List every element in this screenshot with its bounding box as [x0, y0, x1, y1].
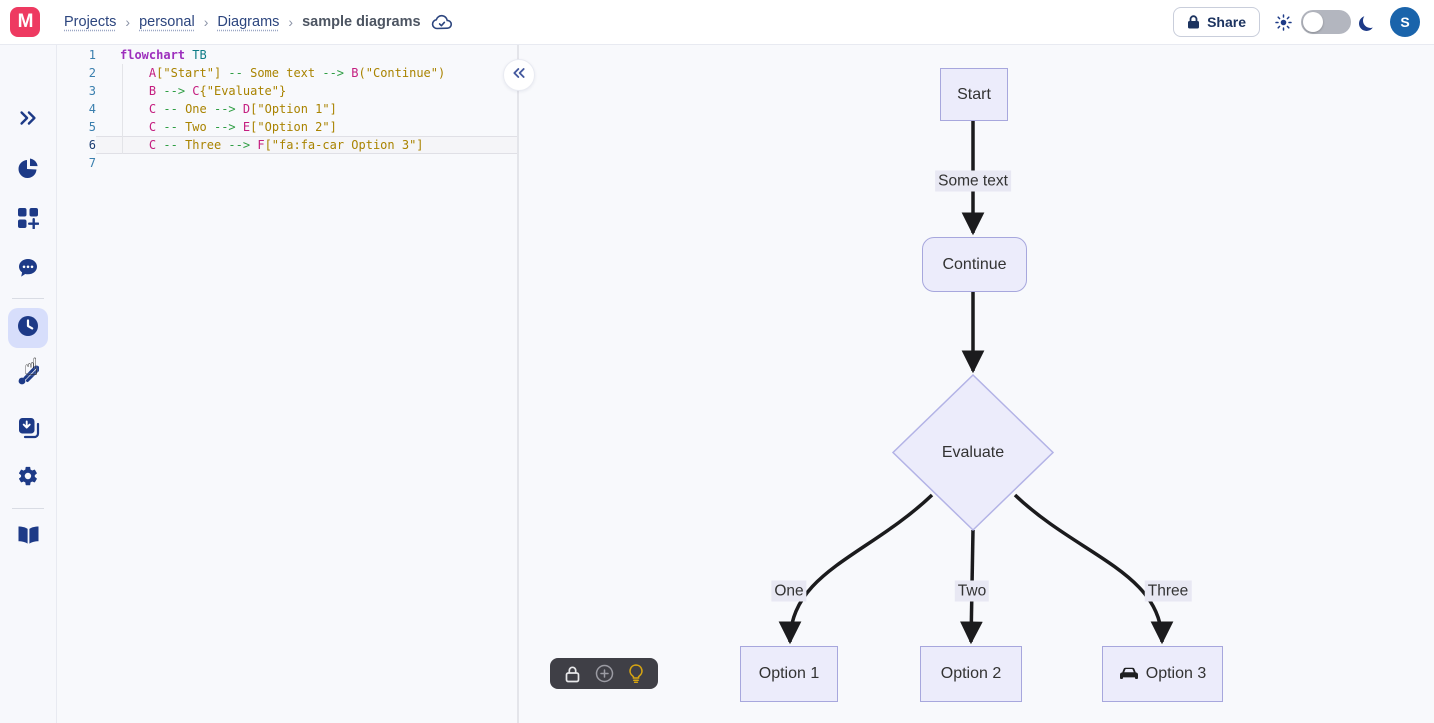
clock-icon [16, 314, 40, 343]
line-number: 7 [88, 156, 96, 170]
sidebar-item-history[interactable] [8, 308, 48, 348]
theme-switcher [1275, 10, 1375, 34]
topbar-actions: Share S [1173, 7, 1434, 37]
breadcrumb: Projects › personal › Diagrams › sample diagra… [64, 14, 421, 30]
code-lines: 1 flowchart TB 2 A["Start"] -- Some text -… [57, 46, 517, 172]
breadcrumb-item[interactable]: Diagrams [217, 14, 280, 30]
code-line[interactable]: 5 C -- Two --> E["Option 2"] [57, 118, 517, 136]
line-text: C -- Two --> E["Option 2"] [148, 120, 337, 134]
sidebar-item-comments[interactable] [8, 250, 48, 290]
sidebar-item-design[interactable] [8, 357, 48, 397]
sidebar-item-export[interactable] [8, 410, 48, 450]
sidebar-item-diagram[interactable] [8, 150, 48, 190]
breadcrumb-separator: › [288, 14, 294, 30]
lock-icon[interactable] [564, 665, 581, 683]
pie-chart-icon [16, 156, 40, 185]
theme-toggle[interactable] [1301, 10, 1351, 34]
chevrons-right-icon [17, 107, 39, 134]
code-line[interactable]: 3 B --> C{"Evaluate"} [57, 82, 517, 100]
line-number: 4 [88, 102, 96, 116]
zoom-reset-icon[interactable] [595, 664, 614, 683]
line-text: flowchart TB [120, 48, 207, 62]
breadcrumb-item[interactable]: personal [139, 14, 195, 30]
line-number: 6 [88, 138, 96, 152]
cloud-synced-icon [431, 13, 453, 31]
sidebar-divider [12, 298, 44, 299]
line-text: C -- One --> D["Option 1"] [148, 102, 337, 116]
mouse-cursor: ☝ [24, 353, 39, 381]
lightbulb-icon[interactable] [628, 664, 644, 683]
gear-icon [17, 465, 39, 492]
lock-icon [1187, 15, 1200, 29]
line-text: A["Start"] -- Some text --> B("Continue"… [148, 66, 446, 80]
diagram-toolbar [550, 658, 658, 689]
sidebar-divider [12, 508, 44, 509]
breadcrumb-separator: › [125, 14, 131, 30]
line-number: 3 [88, 84, 96, 98]
share-button[interactable]: Share [1173, 7, 1260, 37]
indent-guide [122, 64, 123, 154]
sidebar-item-templates[interactable] [8, 200, 48, 240]
user-avatar[interactable]: S [1390, 7, 1420, 37]
sun-icon [1275, 13, 1292, 31]
paintbrush-icon [17, 364, 40, 391]
code-line[interactable]: 4 C -- One --> D["Option 1"] [57, 100, 517, 118]
toggle-knob [1303, 12, 1323, 32]
line-text: B --> C{"Evaluate"} [148, 84, 287, 98]
line-text: C -- Three --> F["fa:fa-car Option 3"] [96, 136, 517, 154]
code-line[interactable]: 2 A["Start"] -- Some text --> B("Continu… [57, 64, 517, 82]
code-line[interactable]: 1 flowchart TB [57, 46, 517, 64]
line-number: 2 [88, 66, 96, 80]
breadcrumb-item[interactable]: sample diagrams [302, 14, 421, 30]
breadcrumb-separator: › [203, 14, 209, 30]
collapse-editor-button[interactable] [503, 59, 535, 91]
download-icon [17, 416, 40, 444]
diagram-preview[interactable] [519, 45, 1434, 723]
code-line[interactable]: 7 [57, 154, 517, 172]
chevrons-left-icon [511, 65, 527, 86]
code-line[interactable]: 6 C -- Three --> F["fa:fa-car Option 3"] [57, 136, 517, 154]
moon-icon [1363, 13, 1378, 28]
chat-icon [17, 257, 39, 284]
code-editor[interactable]: 1 flowchart TB 2 A["Start"] -- Some text -… [57, 45, 519, 723]
breadcrumb-item[interactable]: Projects [64, 14, 117, 30]
blocks-add-icon [17, 207, 40, 234]
mermaid-logo[interactable]: M [10, 7, 40, 37]
expand-sidebar-button[interactable] [8, 100, 48, 140]
left-sidebar: ☝ [0, 45, 57, 723]
line-text [96, 154, 517, 172]
top-bar: M Projects › personal › Diagrams › sample diag… [0, 0, 1434, 45]
sidebar-item-docs[interactable] [8, 517, 48, 557]
sidebar-item-settings[interactable] [8, 458, 48, 498]
line-number: 5 [88, 120, 96, 134]
line-number: 1 [88, 48, 96, 62]
book-icon [17, 525, 40, 550]
